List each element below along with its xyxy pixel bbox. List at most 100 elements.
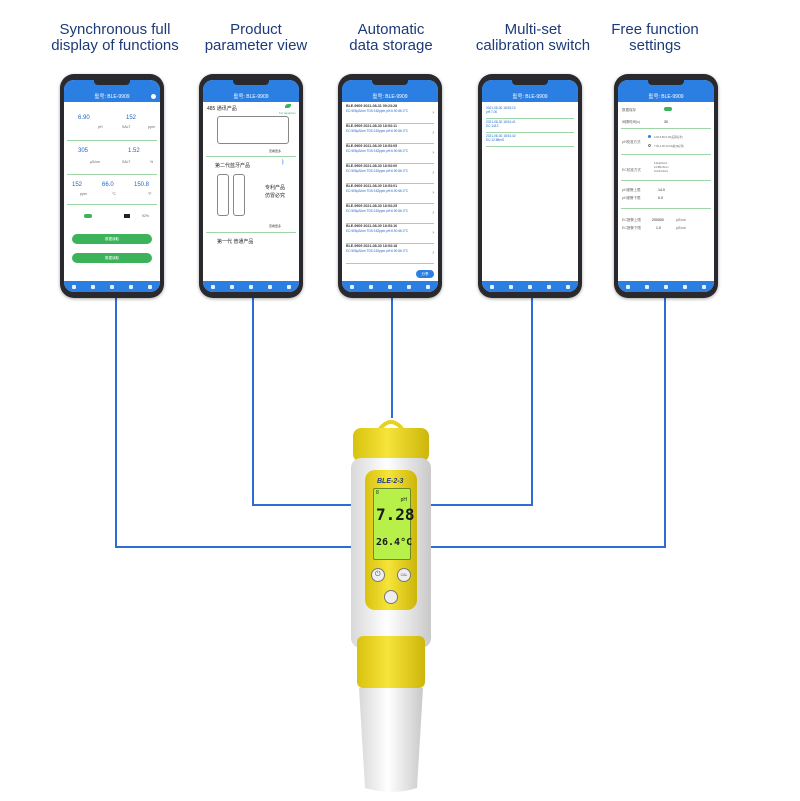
nav-calibrate-icon[interactable] (268, 284, 273, 289)
wire-phone5-h (430, 546, 666, 548)
ec-alarm-low-value[interactable]: 1.0 (656, 226, 661, 230)
phone-notch (648, 80, 684, 85)
read-data-button[interactable]: 数据读取 (72, 234, 152, 244)
ec-alarm-low-label: EC报警下限 (622, 226, 641, 230)
nav-calibrate-icon[interactable] (129, 284, 134, 289)
ec-alarm-high-value[interactable]: 200000 (652, 218, 664, 222)
nav-data-icon[interactable] (248, 284, 253, 289)
caption-settings: Free function settings (611, 21, 699, 54)
nav-calibrate-icon[interactable] (547, 284, 552, 289)
data-save-toggle[interactable] (664, 107, 672, 111)
ph-alarm-high-label: pH报警上限 (622, 188, 641, 192)
calibration-time: 2021-08-30 18:51:42 (486, 134, 516, 138)
ph-alarm-high-value[interactable]: 14.0 (658, 188, 665, 192)
caption-product-view: Product parameter view (204, 21, 308, 54)
nav-home-icon[interactable] (71, 284, 76, 289)
nav-settings-icon[interactable] (702, 284, 707, 289)
nav-settings-icon[interactable] (426, 284, 431, 289)
bottom-nav (342, 281, 438, 292)
nav-home-icon[interactable] (210, 284, 215, 289)
interval-value[interactable]: 30 (664, 120, 668, 124)
hold-button[interactable] (384, 590, 398, 604)
ph-cal-radio-2[interactable] (648, 144, 651, 147)
nav-product-icon[interactable] (508, 284, 513, 289)
wire-phone4-h (430, 504, 533, 506)
phone-notch (512, 80, 548, 85)
nav-settings-icon[interactable] (566, 284, 571, 289)
cal-button[interactable]: CAL (397, 568, 411, 582)
nav-home-icon[interactable] (625, 284, 630, 289)
data-save-label: 数据保存 (622, 108, 636, 112)
nav-calibrate-icon[interactable] (683, 284, 688, 289)
divider (67, 174, 157, 175)
leaf-icon (285, 104, 291, 108)
ph-alarm-low-value[interactable]: 0.0 (658, 196, 663, 200)
battery-icon (124, 214, 130, 218)
ec-cal-value-2: 12.88mS/cm (654, 166, 669, 169)
nav-product-icon[interactable] (90, 284, 95, 289)
ec-alarm-high-unit: μS/cm (676, 218, 686, 222)
nav-home-icon[interactable] (489, 284, 494, 289)
toggle-switch[interactable] (84, 214, 92, 218)
app-title: 型号: BLE-9909 (94, 94, 130, 100)
chevron-right-icon: › (432, 210, 434, 216)
app-screen-realtime: 型号: BLE-9909 6.90 pH 152 SALT ppm 305 μS… (64, 80, 160, 292)
battery-level: 92% (142, 214, 150, 218)
ph-cal-radio-1[interactable] (648, 135, 651, 138)
record-data: EC:505μS/cm TDS:152ppm pH:6.90 66.0°C (346, 148, 409, 153)
nav-product-icon[interactable] (229, 284, 234, 289)
nav-data-icon[interactable] (527, 284, 532, 289)
record-title: BLE-9909 2021-08-30 18:53:25 (346, 204, 398, 208)
power-button[interactable]: ⏻ (371, 568, 385, 582)
chevron-right-icon: › (432, 150, 434, 156)
record-title: BLE-9909 2021-08-30 18:53:18 (346, 244, 398, 248)
record-data: EC:505μS/cm TDS:152ppm pH:6.90 66.0°C (346, 248, 409, 253)
ec-value: 305 (78, 148, 89, 154)
nav-data-icon[interactable] (663, 284, 668, 289)
record-data: EC:505μS/cm TDS:152ppm pH:6.90 66.0°C (346, 188, 409, 193)
ph-cal-label: pH校准方式 (622, 140, 641, 144)
read-data-button-2[interactable]: 数据读取 (72, 253, 152, 263)
share-button[interactable]: 分享 (416, 270, 434, 278)
app-title: 型号: BLE-9909 (233, 94, 269, 100)
see-more-link[interactable]: 查看更多 (269, 149, 282, 153)
settings-icon[interactable] (151, 94, 156, 99)
ph-cal-option-1: 4.00,6.86,9.18(美国标准) (654, 136, 683, 139)
nav-product-icon[interactable] (644, 284, 649, 289)
app-title: 型号: BLE-9909 (372, 94, 408, 100)
nav-home-icon[interactable] (349, 284, 354, 289)
nav-calibrate-icon[interactable] (407, 284, 412, 289)
wire-phone2-h (252, 504, 352, 506)
salt-ppm-value: 152 (126, 115, 137, 121)
counterfeit-text: 仿冒必究 (265, 193, 286, 199)
divider (621, 180, 711, 181)
tds-value: 152 (72, 182, 83, 188)
see-more-link-2[interactable]: 查看更多 (269, 224, 282, 228)
wire-phone5-v (664, 298, 666, 548)
nav-settings-icon[interactable] (287, 284, 292, 289)
salt-pct-unit: % (150, 160, 154, 164)
chevron-right-icon: › (432, 190, 434, 196)
ph-unit: pH (98, 125, 103, 129)
nav-settings-icon[interactable] (148, 284, 153, 289)
lcd-unit: pH (400, 497, 407, 503)
nav-data-icon[interactable] (387, 284, 392, 289)
ph-alarm-low-label: pH报警下限 (622, 196, 641, 200)
bottom-nav (482, 281, 578, 292)
nav-data-icon[interactable] (109, 284, 114, 289)
divider (206, 232, 296, 233)
lcd-screen: 8 pH 7.28 26.4°C (373, 488, 415, 560)
record-title: BLE-9909 2021-08-30 18:53:05 (346, 144, 398, 148)
nav-product-icon[interactable] (368, 284, 373, 289)
